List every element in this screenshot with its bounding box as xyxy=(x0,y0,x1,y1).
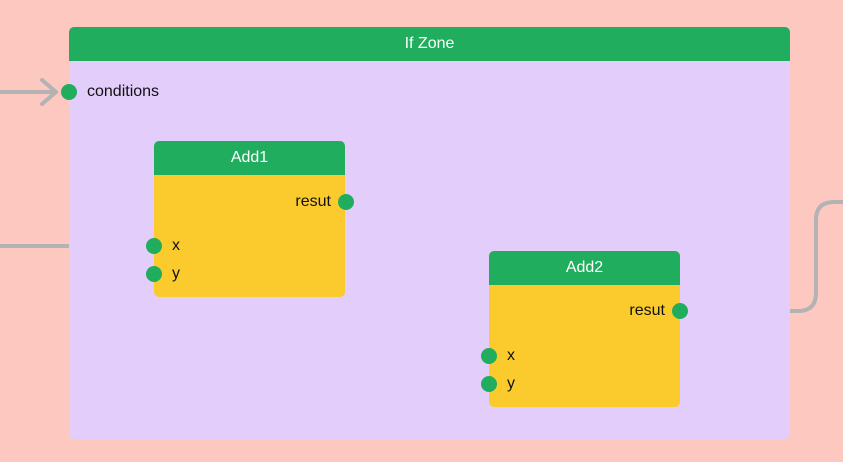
add2-header[interactable]: Add2 xyxy=(489,251,680,285)
add2-input-y-port[interactable] xyxy=(481,376,497,392)
add1-input-y-label: y xyxy=(172,265,180,282)
if-zone-header[interactable]: If Zone xyxy=(69,27,790,61)
add1-node[interactable]: Add1 xyxy=(154,141,345,297)
add1-input-x-port[interactable] xyxy=(146,238,162,254)
add2-output-label: resut xyxy=(629,302,665,319)
add2-output-port[interactable] xyxy=(672,303,688,319)
add2-node[interactable]: Add2 xyxy=(489,251,680,407)
wire-add2-out xyxy=(690,200,843,313)
add2-input-x-port[interactable] xyxy=(481,348,497,364)
add1-output-port[interactable] xyxy=(338,194,354,210)
add1-output-label: resut xyxy=(295,193,331,210)
add2-input-y-label: y xyxy=(507,375,515,392)
conditions-port[interactable] xyxy=(61,84,77,100)
add1-input-x-label: x xyxy=(172,237,180,254)
arrowhead-conditions xyxy=(40,78,58,106)
conditions-label: conditions xyxy=(87,83,160,100)
add2-input-x-label: x xyxy=(507,347,515,364)
add1-header[interactable]: Add1 xyxy=(154,141,345,175)
add1-input-y-port[interactable] xyxy=(146,266,162,282)
